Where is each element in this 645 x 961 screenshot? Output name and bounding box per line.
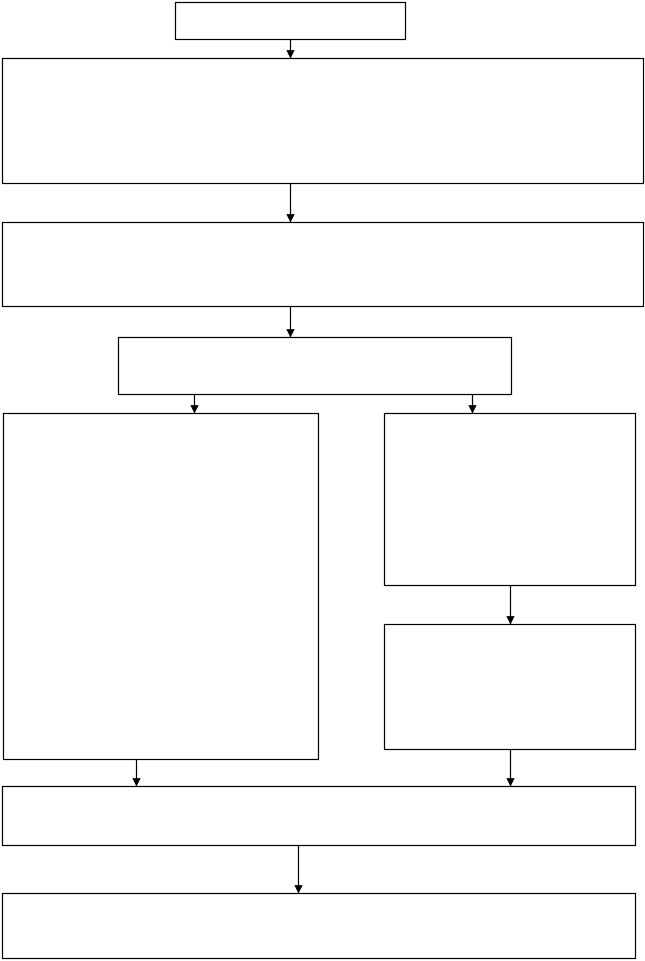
flow-box-step-2 [1,57,645,185]
edges-layer [132,39,515,894]
flow-box-branch [117,336,513,396]
flow-box-step-3 [1,221,645,308]
flow-box-left-branch [2,412,320,761]
flow-box-merge [1,785,637,847]
flow-box-rect [117,336,513,396]
flow-box-rect [1,892,637,960]
flow-box-start [174,1,407,41]
flow-box-right-branch-upper [383,412,637,587]
flow-box-end [1,892,637,960]
flow-box-right-branch-lower [383,623,637,751]
flow-box-rect [2,412,320,761]
flow-box-rect [383,412,637,587]
flow-box-rect [1,785,637,847]
flow-box-rect [1,221,645,308]
flow-box-rect [174,1,407,41]
flow-box-rect [383,623,637,751]
flow-box-rect [1,57,645,185]
